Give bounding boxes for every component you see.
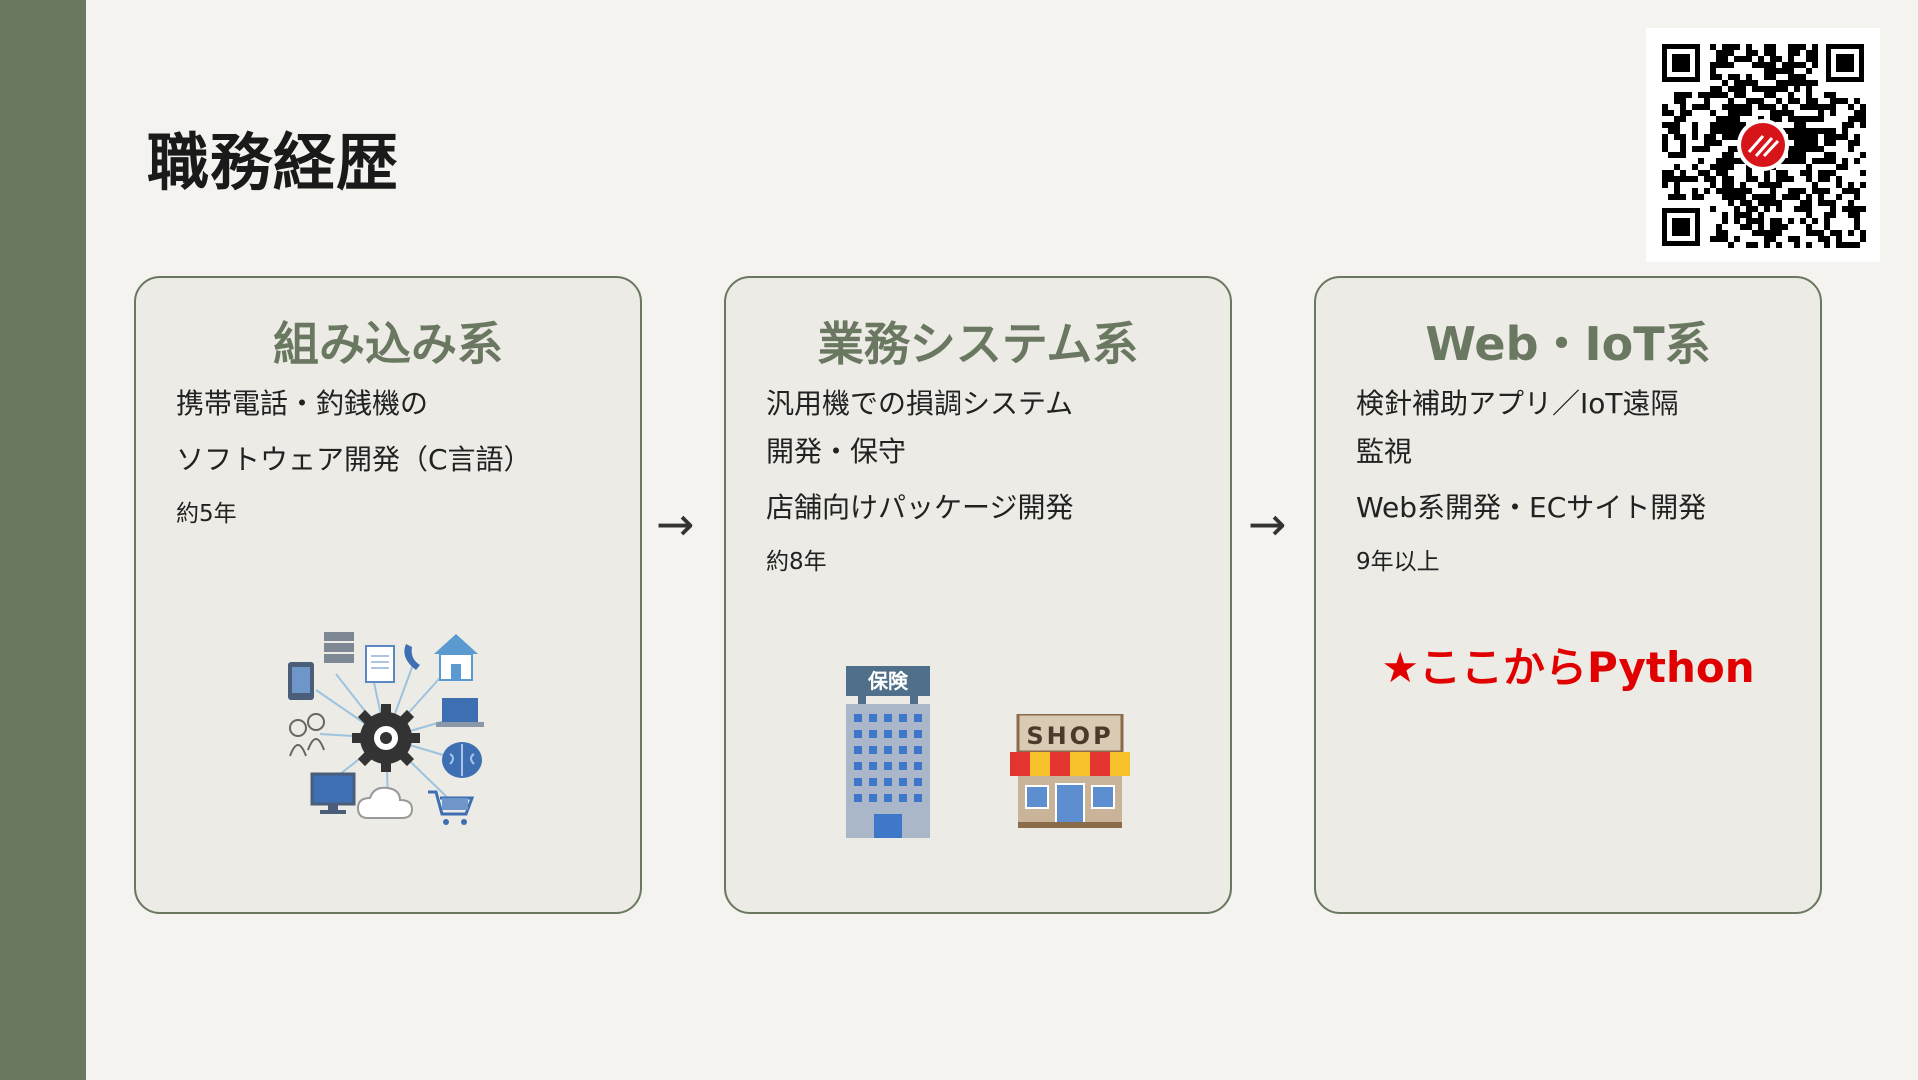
card-line: ソフトウェア開発（C言語）	[176, 443, 532, 476]
python-highlight: ★ここからPython	[1381, 643, 1755, 692]
building-sign: 保険	[867, 669, 909, 693]
phone-icon	[404, 644, 420, 670]
card-line: 汎用機での損調システム	[766, 387, 1074, 420]
document-icon	[365, 645, 395, 683]
tablet-icon	[288, 662, 314, 700]
gear-icon	[352, 704, 420, 772]
server-icon	[324, 632, 354, 663]
card-web-iot: Web・IoT系 検針補助アプリ／IoT遠隔 監視 Web系開発・ECサイト開発…	[1314, 276, 1822, 914]
flow-arrow: →	[656, 497, 695, 551]
card-business-system: 業務システム系 汎用機での損調システム 開発・保守 店舗向けパッケージ開発 約8…	[724, 276, 1232, 914]
flow-arrow: →	[1248, 497, 1287, 551]
card-title: 業務システム系	[817, 317, 1139, 371]
shop-illustration: SHOP	[1010, 714, 1130, 828]
card-years: 9年以上	[1356, 549, 1440, 575]
people-icon	[289, 713, 325, 757]
card-title: 組み込み系	[273, 317, 503, 371]
cart-icon	[428, 790, 475, 825]
card-title: Web・IoT系	[1425, 317, 1711, 371]
card-line: 開発・保守	[766, 435, 907, 468]
embedded-network-illustration	[288, 632, 484, 825]
card-line: 店舗向けパッケージ開発	[766, 491, 1074, 524]
monitor-icon	[310, 772, 356, 814]
card-years: 約5年	[176, 501, 237, 527]
laptop-icon	[436, 698, 484, 727]
card-line: 検針補助アプリ／IoT遠隔	[1356, 387, 1679, 420]
cloud-icon	[356, 786, 414, 819]
sidebar-accent-bar	[0, 0, 86, 1080]
page-title: 職務経歴	[147, 126, 400, 199]
insurance-building-illustration: 保険	[846, 666, 930, 838]
card-line: 監視	[1356, 435, 1413, 468]
house-icon	[434, 634, 478, 681]
shop-sign: SHOP	[1026, 722, 1113, 750]
card-line: Web系開発・ECサイト開発	[1356, 491, 1707, 524]
qr-code-image	[1646, 28, 1880, 262]
card-line: 携帯電話・釣銭機の	[176, 387, 429, 420]
card-years: 約8年	[766, 549, 827, 575]
card-embedded: 組み込み系 携帯電話・釣銭機の ソフトウェア開発（C言語） 約5年	[134, 276, 642, 914]
brain-icon	[442, 742, 482, 778]
qr-code	[1646, 28, 1880, 262]
